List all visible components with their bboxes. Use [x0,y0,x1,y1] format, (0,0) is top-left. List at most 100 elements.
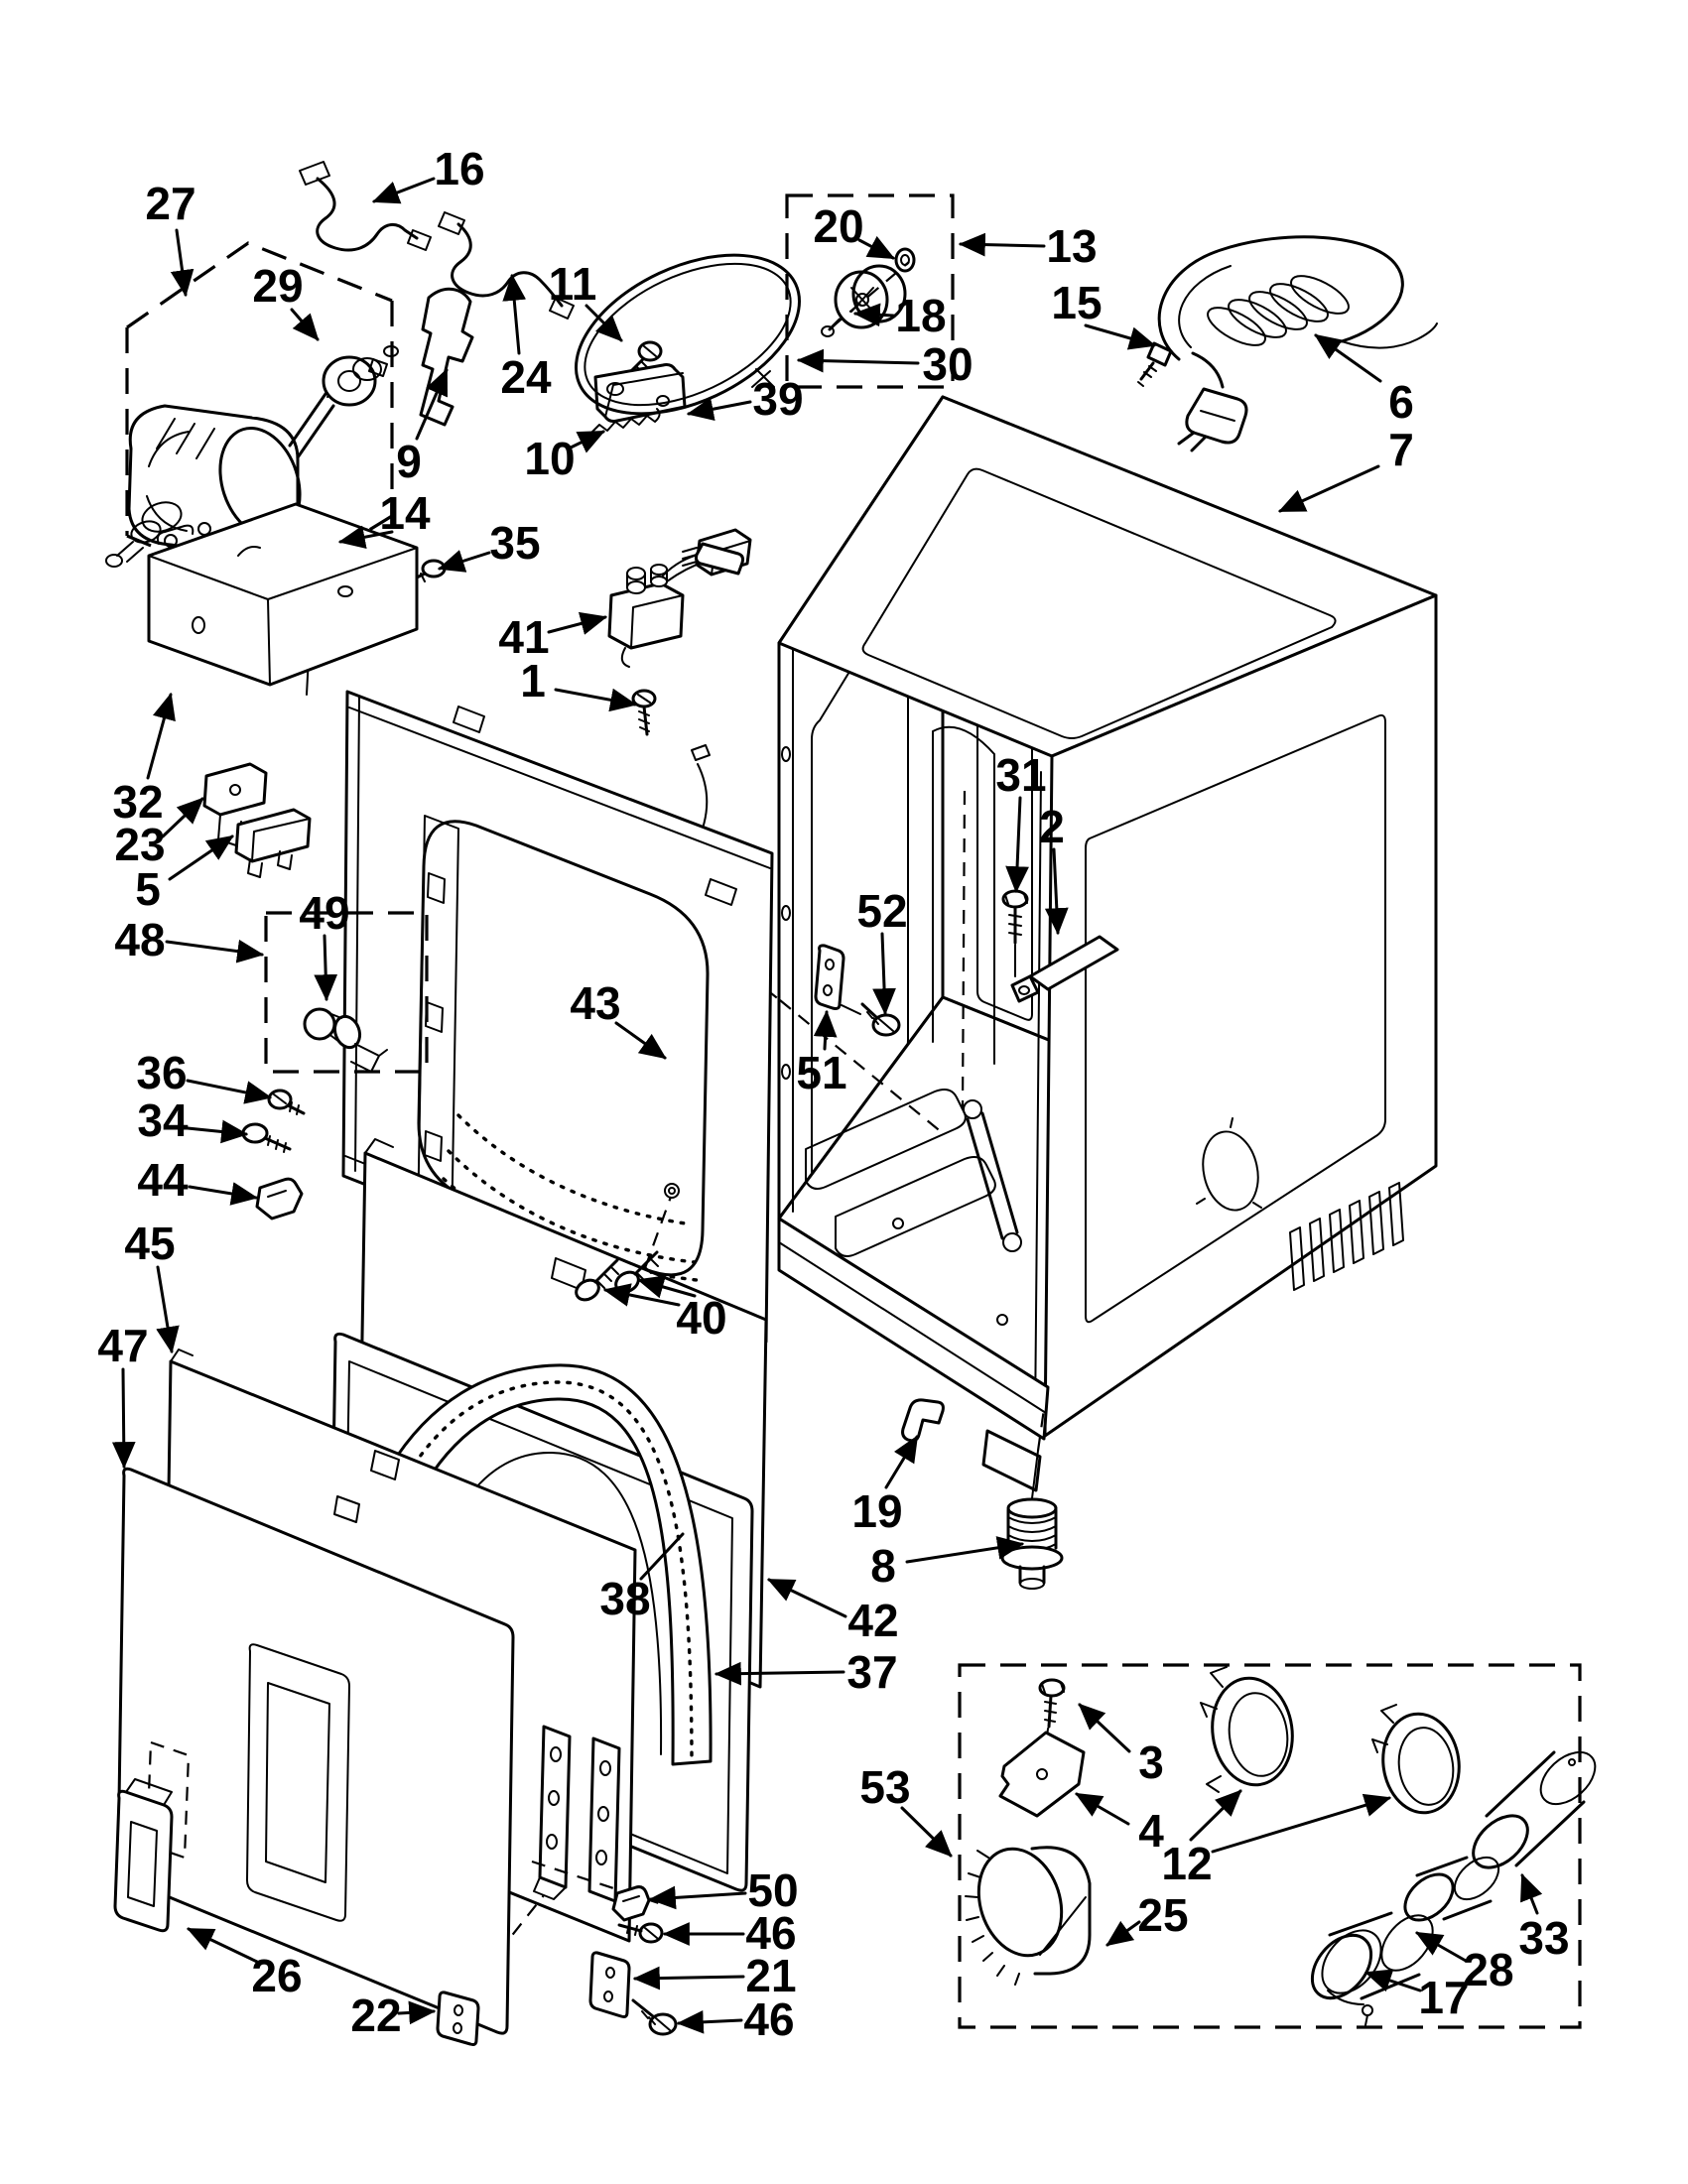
callout-37: 37 [714,1646,898,1698]
leader-line-30 [796,348,920,373]
part-number-label: 43 [570,977,620,1029]
motor-mount-parts [147,502,447,878]
leader-line-15 [1084,323,1157,350]
leader-line-52 [872,932,896,1016]
part-number-label: 5 [135,863,161,915]
leader-line-22 [397,2000,437,2025]
callout-49: 49 [299,887,350,1002]
part-number-label: 45 [124,1218,175,1269]
callout-28: 28 [1415,1931,1514,1995]
motor-pulley [322,355,377,407]
leader-line-36 [186,1079,273,1104]
leader-line-48 [165,939,265,964]
leader-line-13 [958,232,1046,257]
leader-line-38 [639,1532,685,1581]
callout-43: 43 [570,977,667,1060]
leader-line-53 [900,1806,953,1858]
base-corner-bracket [981,1429,1042,1492]
part-number-label: 29 [252,260,303,312]
door-straps [533,1725,621,1903]
callout-46: 46 [662,1907,797,1959]
callout-7: 7 [1278,424,1414,513]
leader-line-4 [1075,1792,1130,1826]
callout-45: 45 [124,1218,180,1354]
part-number-label: 28 [1463,1944,1513,1995]
vent-tube-short [1403,1856,1500,1922]
part-number-label: 31 [995,749,1046,801]
base-clip [901,1398,945,1443]
callout-3: 3 [1078,1703,1164,1788]
leader-line-27 [170,228,195,298]
part-number-label: 16 [434,143,484,194]
leader-line-10 [567,430,605,453]
part-number-label: 7 [1388,424,1414,475]
leader-line-35 [437,550,491,573]
callout-44: 44 [137,1154,259,1206]
callout-41: 41 [498,611,608,663]
drive-belt [575,253,801,416]
leader-line-50 [648,1885,747,1910]
callout-19: 19 [851,1435,919,1537]
door-handle [113,1778,174,1933]
leader-line-29 [290,308,320,341]
callout-53: 53 [859,1761,953,1858]
callout-30: 30 [796,338,974,390]
part-number-label: 25 [1137,1889,1188,1941]
leader-line-24 [502,273,527,355]
part-number-label: 37 [846,1646,897,1698]
vent-elbow [965,1846,1092,1986]
leader-line-25 [1105,1920,1141,1947]
part-number-label: 14 [379,487,431,539]
leader-line-17 [1363,1969,1422,1992]
part-number-label: 38 [599,1573,650,1624]
leader-line-23 [161,797,204,838]
callout-8: 8 [870,1536,1025,1592]
callout-15: 15 [1051,277,1157,350]
thermostat-kit [264,911,429,1074]
leader-line-45 [156,1265,180,1354]
callout-48: 48 [114,914,265,965]
part-number-label: 19 [851,1485,902,1537]
part-number-label: 40 [676,1292,726,1344]
part-number-label: 13 [1046,220,1097,272]
part-number-label: 48 [114,914,165,965]
power-cord [1137,235,1438,452]
part-number-label: 53 [859,1761,910,1813]
callout-33: 33 [1518,1872,1570,1964]
part-number-label: 33 [1518,1912,1569,1964]
door-switch [607,542,744,736]
thermal-switch [234,808,312,863]
callout-23: 23 [114,797,204,870]
leader-line-43 [614,1021,667,1060]
leader-line-34 [186,1119,249,1144]
leader-line-21 [632,1966,745,1991]
part-number-label: 47 [97,1320,148,1371]
part-number-label: 30 [922,338,973,390]
callout-29: 29 [252,260,320,341]
part-number-label: 32 [112,776,163,828]
callout-24: 24 [500,273,552,403]
leader-line-37 [714,1661,845,1686]
part-number-label: 4 [1138,1805,1164,1857]
callout-39: 39 [686,373,804,425]
callout-6: 6 [1314,333,1414,428]
callout-5: 5 [135,835,234,915]
lower-panels [113,1138,768,2035]
leader-line-31 [1005,796,1029,894]
callout-2: 2 [1039,801,1069,936]
callout-27: 27 [145,178,196,298]
callout-21: 21 [632,1950,797,2001]
part-number-label: 52 [856,885,907,937]
rear-bracket-parts [1001,889,1119,1003]
leader-line-19 [884,1435,919,1489]
part-number-label: 24 [500,351,552,403]
part-number-label: 34 [137,1094,189,1146]
part-number-label: 9 [396,436,422,487]
part-number-label: 36 [136,1047,187,1098]
part-number-label: 10 [524,433,575,484]
part-number-label: 39 [752,373,803,425]
vent-louvers [1289,1182,1404,1291]
part-number-label: 23 [114,819,165,870]
leader-line-42 [767,1578,847,1618]
